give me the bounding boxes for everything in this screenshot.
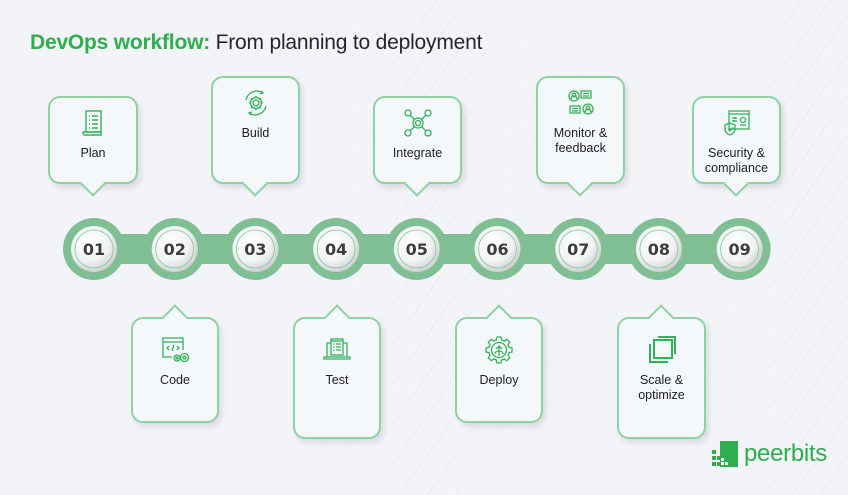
scale-squares-icon (647, 335, 677, 365)
step-card-monitor[interactable]: Monitor & feedback (536, 76, 625, 184)
node-ball (555, 226, 602, 272)
step-label: Code (160, 373, 190, 387)
step-card-integrate[interactable]: Integrate (373, 96, 462, 184)
node-ball (313, 226, 360, 272)
step-card-deploy[interactable]: Deploy (455, 317, 543, 423)
logo-text: peerbits (744, 440, 827, 467)
node-ball (151, 226, 198, 272)
step-node-05[interactable]: 05 (385, 218, 448, 280)
step-node-02[interactable]: 02 (143, 218, 206, 280)
peerbits-logo-icon (712, 441, 738, 467)
step-node-06[interactable]: 06 (466, 218, 529, 280)
step-label: Build (241, 126, 270, 140)
step-number: 08 (648, 240, 670, 259)
title-rest: From planning to deployment (210, 31, 483, 54)
step-number: 07 (567, 240, 589, 259)
step-label: Plan (80, 146, 106, 160)
node-inner-ring (397, 229, 437, 269)
step-label: Deploy (479, 373, 519, 387)
step-number: 04 (325, 240, 347, 259)
node-ball (635, 226, 682, 272)
step-label: Integrate (392, 146, 443, 160)
step-number: 09 (728, 240, 750, 259)
step-number: 06 (486, 240, 508, 259)
node-inner-ring (720, 229, 759, 269)
step-card-code[interactable]: Code (131, 317, 219, 423)
node-inner-ring (74, 229, 114, 269)
step-node-04[interactable]: 04 (305, 218, 368, 280)
code-window-gears-icon (160, 335, 190, 365)
step-node-03[interactable]: 03 (224, 218, 287, 280)
step-number: 02 (164, 240, 186, 259)
step-label: Monitor & feedback (553, 126, 608, 155)
node-ball (393, 226, 440, 272)
node-inner-ring (558, 229, 598, 269)
step-label: Test (325, 373, 349, 387)
node-ball (474, 226, 521, 272)
step-number: 05 (406, 240, 428, 259)
gear-cycle-icon (241, 88, 271, 118)
node-inner-ring (316, 229, 356, 269)
step-card-test[interactable]: Test (293, 317, 381, 439)
step-node-07[interactable]: 07 (547, 218, 610, 280)
document-list-icon (78, 108, 108, 138)
laptop-checklist-icon (322, 335, 352, 365)
step-card-scale[interactable]: Scale & optimize (617, 317, 706, 439)
step-label: Scale & optimize (638, 373, 685, 402)
step-node-08[interactable]: 08 (627, 218, 690, 280)
node-inner-ring (235, 229, 275, 269)
page-title: DevOps workflow: From planning to deploy… (30, 31, 482, 55)
node-inner-ring (478, 229, 517, 269)
network-hub-icon (403, 108, 433, 138)
title-highlight: DevOps workflow: (30, 31, 210, 54)
step-number: 01 (83, 240, 105, 259)
node-inner-ring (639, 229, 679, 269)
step-label: Security & compliance (704, 146, 769, 175)
step-number: 03 (244, 240, 266, 259)
node-ball (232, 226, 279, 272)
step-card-plan[interactable]: Plan (48, 96, 138, 184)
step-node-01[interactable]: 01 (63, 218, 125, 280)
node-ball (716, 226, 763, 272)
gear-upload-icon (484, 335, 514, 365)
step-card-security[interactable]: Security & compliance (692, 96, 781, 184)
peerbits-logo[interactable]: peerbits (712, 440, 827, 468)
step-node-09[interactable]: 09 (708, 218, 771, 280)
step-card-build[interactable]: Build (211, 76, 300, 184)
node-inner-ring (155, 229, 195, 269)
users-chat-icon (566, 88, 596, 118)
node-ball (71, 226, 117, 272)
shield-window-icon (722, 108, 752, 138)
